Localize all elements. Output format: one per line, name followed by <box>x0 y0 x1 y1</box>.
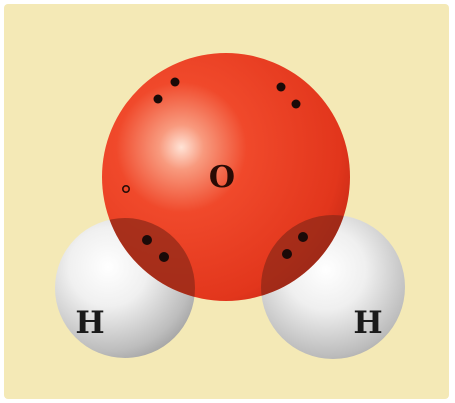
electron-group <box>142 77 308 262</box>
lone-pair-electron <box>170 77 180 87</box>
lone-pair-electron <box>153 94 163 104</box>
small-electron-mark <box>122 185 131 194</box>
lone-pair-electron <box>276 82 286 92</box>
bond-overlap-right <box>261 215 350 301</box>
bond-overlap-left <box>102 218 195 301</box>
bonding-electron <box>159 252 169 262</box>
lone-pair-electron <box>291 99 301 109</box>
oxygen-atom-label: O <box>209 160 235 195</box>
bonding-electron <box>298 232 308 242</box>
hydrogen-atom-label-left: H <box>75 305 104 341</box>
bonding-electron <box>142 235 152 245</box>
hydrogen-atom-label-right: H <box>353 305 382 341</box>
bonding-electron <box>282 249 292 259</box>
